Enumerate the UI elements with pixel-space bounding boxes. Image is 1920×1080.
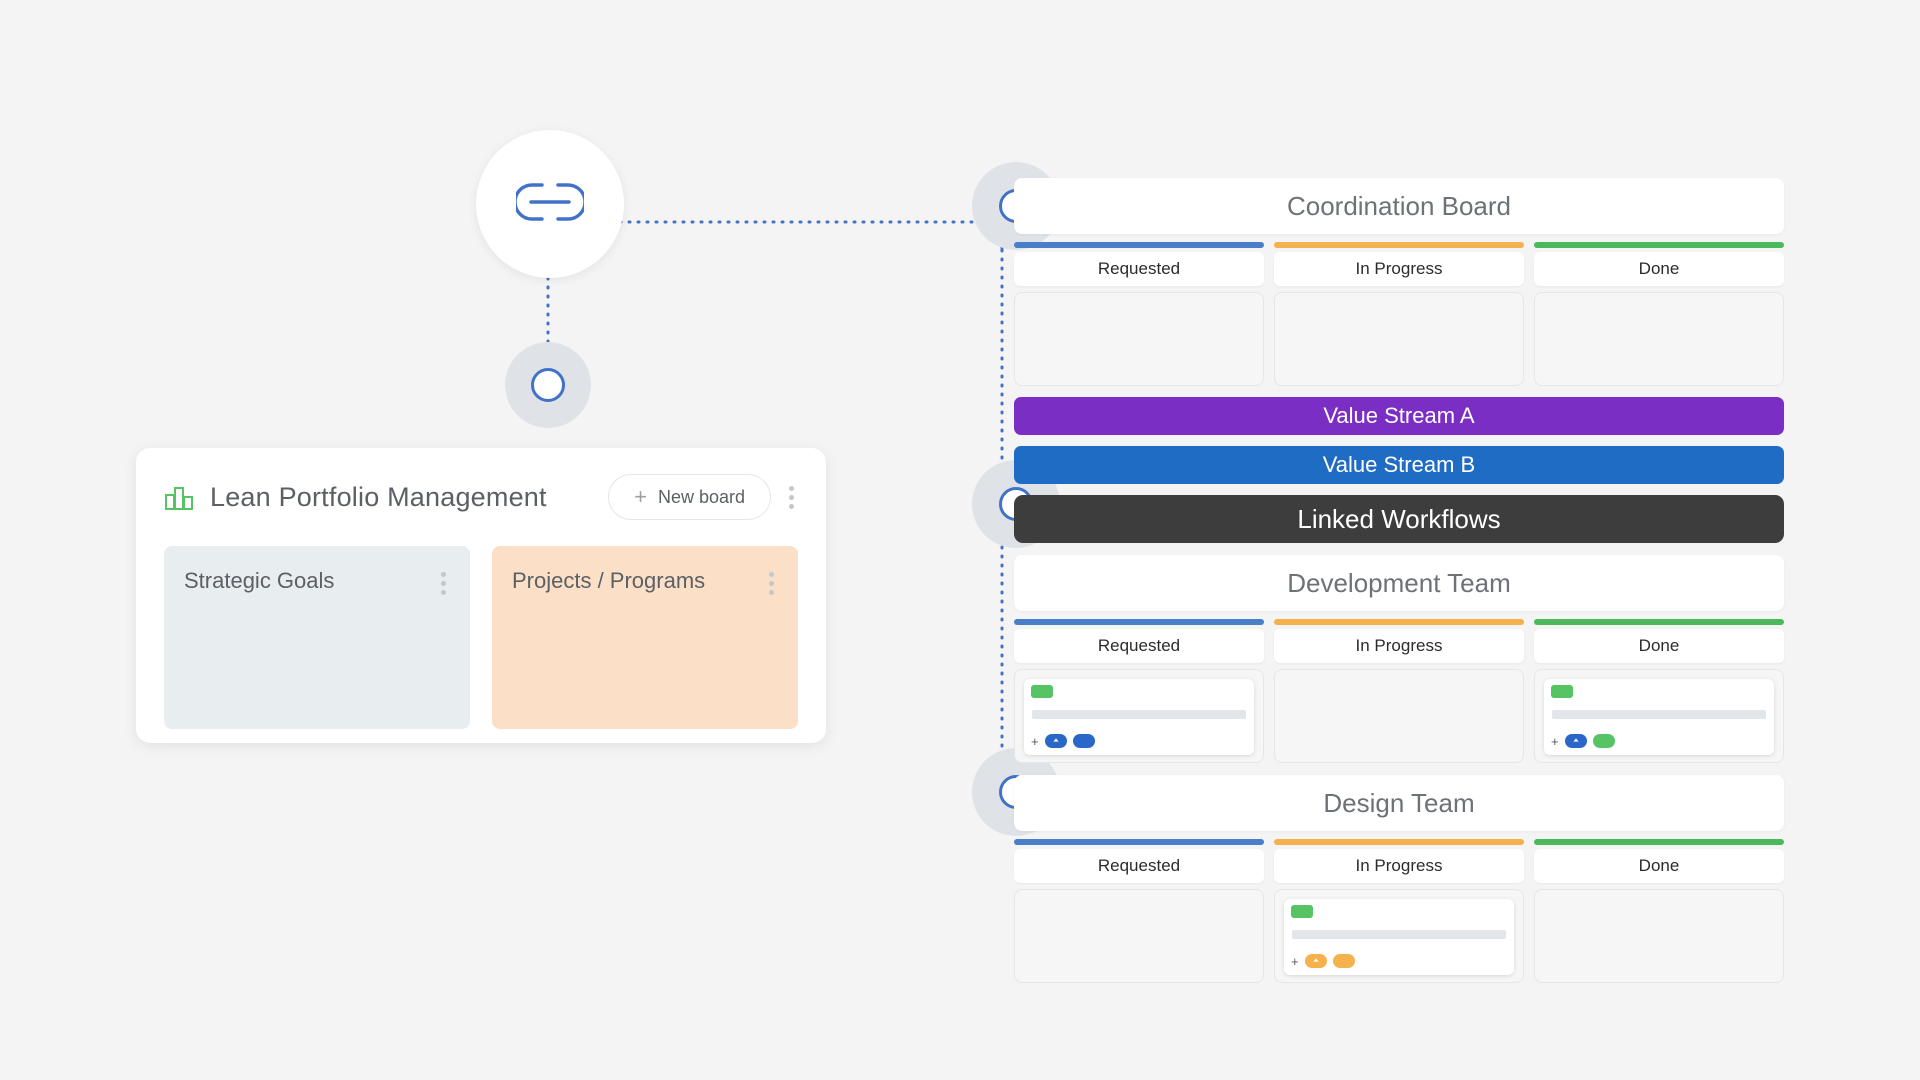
- column-dropzone[interactable]: +: [1274, 889, 1524, 983]
- column-dropzone[interactable]: [1014, 292, 1264, 386]
- column-dropzone[interactable]: [1534, 889, 1784, 983]
- board-title-design-team[interactable]: Design Team: [1014, 775, 1784, 831]
- column-accent-bar: [1014, 619, 1264, 625]
- bar-chart-icon: [164, 482, 194, 512]
- column-accent-bar: [1534, 619, 1784, 625]
- card-title-placeholder: [1552, 710, 1766, 719]
- card-footer: +: [1544, 734, 1774, 755]
- board-columns-development-team: Requested + In Progress Done +: [1014, 619, 1784, 763]
- column-header-done[interactable]: Done: [1534, 629, 1784, 663]
- link-icon: [513, 181, 587, 228]
- board-column: Done: [1534, 839, 1784, 983]
- column-dropzone[interactable]: [1014, 889, 1264, 983]
- card-badge-arrow-up-icon: [1044, 734, 1067, 748]
- card-label-chip: [1031, 685, 1053, 698]
- spacer: [1014, 543, 1784, 555]
- task-card[interactable]: +: [1284, 899, 1514, 975]
- board-column: Requested: [1014, 242, 1264, 386]
- lpm-column-2[interactable]: Projects / Programs: [492, 546, 798, 729]
- column-header-requested[interactable]: Requested: [1014, 629, 1264, 663]
- hub-to-trunk-line: [618, 220, 1004, 252]
- lpm-column-1[interactable]: Strategic Goals: [164, 546, 470, 729]
- lean-portfolio-management-card: Lean Portfolio Management + New board St…: [136, 448, 826, 743]
- column-dropzone[interactable]: +: [1014, 669, 1264, 763]
- column-header-done[interactable]: Done: [1534, 252, 1784, 286]
- column-dropzone[interactable]: [1274, 669, 1524, 763]
- lpm-header: Lean Portfolio Management + New board: [164, 474, 798, 520]
- column-accent-bar: [1014, 839, 1264, 845]
- column-header-done[interactable]: Done: [1534, 849, 1784, 883]
- portfolio-branch-node[interactable]: [505, 342, 591, 428]
- column-header-requested[interactable]: Requested: [1014, 849, 1264, 883]
- board-column: In Progress +: [1274, 839, 1524, 983]
- column-accent-bar: [1534, 242, 1784, 248]
- value-stream-bar-b[interactable]: Value Stream B: [1014, 446, 1784, 484]
- board-column: Requested +: [1014, 619, 1264, 763]
- column-accent-bar: [1534, 839, 1784, 845]
- card-add-icon[interactable]: +: [1031, 733, 1039, 749]
- column-accent-bar: [1274, 242, 1524, 248]
- card-label-row: [1024, 679, 1254, 703]
- card-badge: [1332, 954, 1355, 968]
- node-dot-icon: [531, 368, 565, 402]
- column-accent-bar: [1014, 242, 1264, 248]
- board-column: In Progress: [1274, 242, 1524, 386]
- lpm-actions: + New board: [608, 474, 798, 520]
- page-title: Lean Portfolio Management: [210, 481, 547, 512]
- kebab-menu-icon[interactable]: [437, 568, 450, 599]
- column-dropzone[interactable]: [1534, 292, 1784, 386]
- board-columns-design-team: Requested In Progress + Done: [1014, 839, 1784, 983]
- task-card[interactable]: +: [1544, 679, 1774, 755]
- column-header-in-progress[interactable]: In Progress: [1274, 252, 1524, 286]
- card-badge: [1592, 734, 1615, 748]
- column-accent-bar: [1274, 619, 1524, 625]
- link-hub-node[interactable]: [476, 130, 624, 278]
- card-label-chip: [1291, 905, 1313, 918]
- board-title-development-team[interactable]: Development Team: [1014, 555, 1784, 611]
- lpm-columns: Strategic Goals Projects / Programs: [164, 546, 798, 729]
- task-card[interactable]: +: [1024, 679, 1254, 755]
- spacer: [1014, 763, 1784, 775]
- new-board-label: New board: [657, 486, 745, 507]
- card-add-icon[interactable]: +: [1291, 953, 1299, 969]
- value-stream-bar-a[interactable]: Value Stream A: [1014, 397, 1784, 435]
- board-column: In Progress: [1274, 619, 1524, 763]
- card-title-placeholder: [1032, 710, 1246, 719]
- lpm-column-label: Strategic Goals: [184, 568, 335, 593]
- plus-icon: +: [634, 484, 647, 509]
- card-badge: [1072, 734, 1095, 748]
- card-badge-arrow-up-icon: [1304, 954, 1327, 968]
- linked-workflows-bar[interactable]: Linked Workflows: [1014, 495, 1784, 543]
- board-column: Done: [1534, 242, 1784, 386]
- board-title-coordination-board[interactable]: Coordination Board: [1014, 178, 1784, 234]
- new-board-button[interactable]: + New board: [608, 474, 771, 520]
- column-dropzone[interactable]: [1274, 292, 1524, 386]
- kebab-menu-icon[interactable]: [785, 482, 798, 513]
- board-columns-coordination-board: Requested In Progress Done: [1014, 242, 1784, 386]
- card-label-chip: [1551, 685, 1573, 698]
- card-footer: +: [1284, 954, 1514, 975]
- column-dropzone[interactable]: +: [1534, 669, 1784, 763]
- board-column: Done +: [1534, 619, 1784, 763]
- column-header-requested[interactable]: Requested: [1014, 252, 1264, 286]
- column-header-in-progress[interactable]: In Progress: [1274, 849, 1524, 883]
- lpm-column-label: Projects / Programs: [512, 568, 706, 593]
- kebab-menu-icon[interactable]: [765, 568, 778, 599]
- card-add-icon[interactable]: +: [1551, 733, 1559, 749]
- card-footer: +: [1024, 734, 1254, 755]
- card-badge-arrow-up-icon: [1564, 734, 1587, 748]
- card-label-row: [1544, 679, 1774, 703]
- column-accent-bar: [1274, 839, 1524, 845]
- card-label-row: [1284, 899, 1514, 923]
- card-title-placeholder: [1292, 930, 1506, 939]
- column-header-in-progress[interactable]: In Progress: [1274, 629, 1524, 663]
- board-column: Requested: [1014, 839, 1264, 983]
